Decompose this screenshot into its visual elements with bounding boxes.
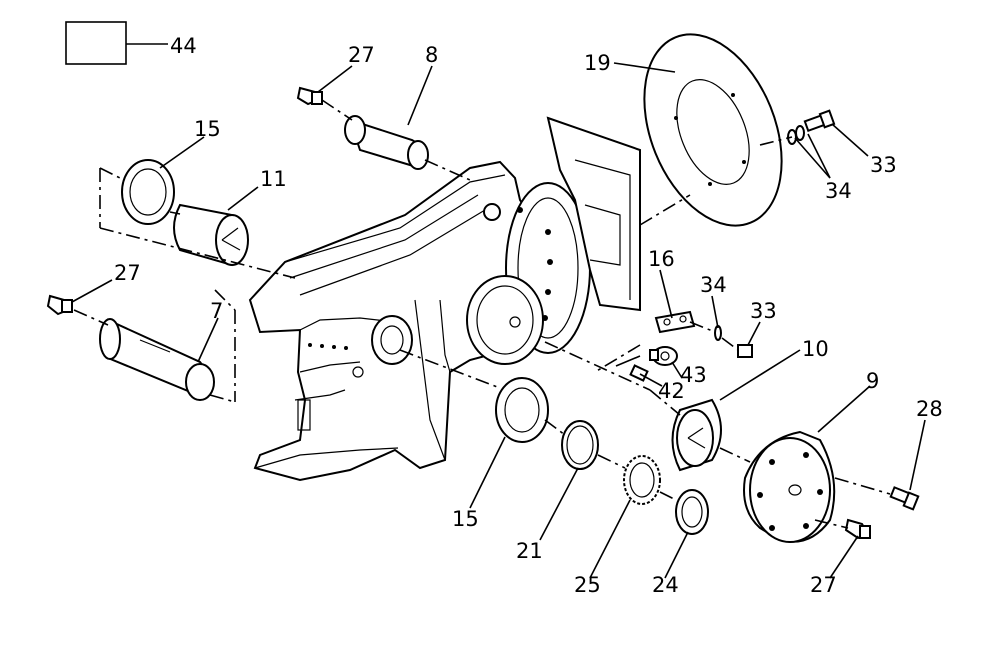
callout-19: 19 <box>584 51 611 75</box>
bushing-part-11 <box>173 203 249 267</box>
callout-9: 9 <box>866 369 879 393</box>
leader-lines <box>71 62 926 579</box>
callout-10: 10 <box>802 337 829 361</box>
callout-43: 43 <box>680 363 707 387</box>
callout-24: 24 <box>652 573 679 597</box>
reference-box-44: 44 <box>65 21 197 65</box>
bolt-washer-33-34-lower <box>714 325 753 358</box>
callout-15-bottom: 15 <box>452 507 479 531</box>
nut-part-24 <box>675 489 709 535</box>
tab-washer-part-25 <box>623 455 661 505</box>
clip-part-16 <box>654 310 696 334</box>
bushing-part-10 <box>671 398 722 472</box>
callout-33-mid: 33 <box>750 299 777 323</box>
grease-nipple-part-27-lower <box>844 518 871 540</box>
callout-27-top: 27 <box>348 43 375 67</box>
callout-33-top: 33 <box>870 153 897 177</box>
callout-16: 16 <box>648 247 675 271</box>
callout-27-left: 27 <box>114 261 141 285</box>
assembly-centerlines <box>73 99 891 529</box>
bolt-part-42 <box>629 364 649 382</box>
disc-part-19 <box>643 33 783 227</box>
grease-nipple-part-27-left <box>46 294 73 316</box>
callout-8: 8 <box>425 43 438 67</box>
callout-27-bottom: 27 <box>810 573 837 597</box>
seal-part-15-upper <box>121 159 175 225</box>
callout-28: 28 <box>916 397 943 421</box>
grease-nipple-part-27-upper <box>296 86 323 106</box>
callout-15-top: 15 <box>194 117 221 141</box>
callout-42: 42 <box>658 379 685 403</box>
callout-7: 7 <box>210 299 223 323</box>
main-housing <box>248 116 641 482</box>
callout-11: 11 <box>260 167 287 191</box>
callout-34-mid: 34 <box>700 273 727 297</box>
pin-part-8 <box>344 115 429 170</box>
callout-34-top: 34 <box>825 179 852 203</box>
end-cap-part-9 <box>743 430 836 543</box>
callout-25: 25 <box>574 573 601 597</box>
ring-part-21 <box>561 420 599 470</box>
bolt-part-28 <box>889 486 920 511</box>
washer-part-43 <box>649 346 678 366</box>
callout-21: 21 <box>516 539 543 563</box>
callout-44: 44 <box>170 34 197 58</box>
seal-part-15-lower <box>495 377 549 443</box>
pin-part-7 <box>99 318 215 401</box>
callout-labels: 27 8 19 15 11 33 34 27 7 16 34 33 10 43 … <box>114 43 943 597</box>
